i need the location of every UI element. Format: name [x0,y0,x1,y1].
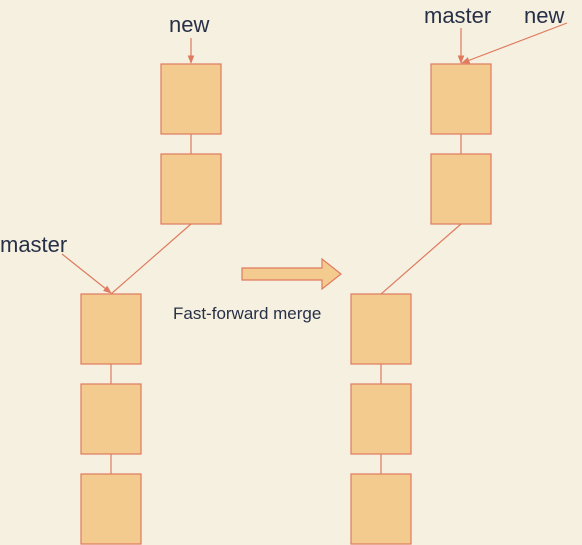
commit-node [350,383,412,455]
edge-branch-to-base [380,223,462,295]
before-graph [61,38,222,545]
commit-node [160,153,222,225]
commit-node [430,63,492,135]
merge-caption: Fast-forward merge [173,304,322,323]
commit-node [430,153,492,225]
commit-node [160,63,222,135]
after-master-label: master [424,3,492,28]
commit-node [80,293,142,365]
before-new-label: new [169,12,210,37]
after-new-label: new [524,3,565,28]
new-pointer-arrow [461,22,568,64]
commit-node [80,473,142,545]
commit-node [80,383,142,455]
edge-branch-to-base [110,223,192,295]
transition-arrow-icon [241,257,342,291]
after-graph [350,22,568,545]
before-master-label: master [0,232,68,257]
commit-node [350,293,412,365]
commit-node [350,473,412,545]
master-pointer-arrow [61,253,112,294]
